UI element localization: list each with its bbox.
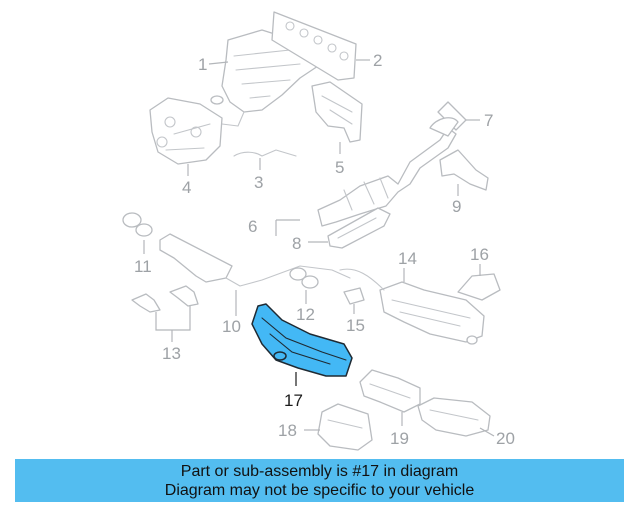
banner-line-part-number: Part or sub-assembly is #17 in diagram [180, 462, 459, 480]
part-5-bracket [311, 81, 363, 154]
callout-12: 12 [296, 305, 315, 324]
part-14-muffler [339, 268, 485, 345]
part-9-bracket [439, 149, 489, 196]
part-17-heat-shield-highlighted [251, 303, 353, 386]
callout-9: 9 [452, 197, 461, 216]
part-8-heat-shield [327, 207, 391, 249]
part-16-bracket [457, 264, 501, 301]
callout-6: 6 [248, 217, 257, 236]
callout-7: 7 [484, 111, 493, 130]
callout-20: 20 [496, 429, 515, 448]
callout-15: 15 [346, 316, 365, 335]
callout-17: 17 [284, 391, 303, 410]
part-18-heat-shield [304, 403, 373, 451]
callout-1: 1 [198, 55, 207, 74]
callout-5: 5 [335, 158, 344, 177]
callout-13: 13 [162, 344, 181, 363]
part-12-clamp [289, 267, 319, 304]
part-13-hangers [131, 285, 199, 342]
callout-19: 19 [390, 429, 409, 448]
callout-2: 2 [373, 51, 382, 70]
part-10-intermediate-pipe [159, 233, 351, 316]
callout-10: 10 [222, 317, 241, 336]
callout-3: 3 [254, 173, 263, 192]
part-3-tube [233, 149, 297, 170]
part-catalytic-converter [317, 117, 459, 227]
callout-11: 11 [134, 257, 152, 276]
callout-18: 18 [278, 421, 297, 440]
part-15-hanger [343, 287, 365, 314]
callout-8: 8 [292, 234, 301, 253]
part-2-manifold-gasket [271, 11, 370, 81]
callout-16: 16 [470, 245, 489, 264]
part-19-heat-shield [359, 369, 421, 426]
callout-4: 4 [182, 178, 191, 197]
fitment-notice-banner: Part or sub-assembly is #17 in diagram D… [15, 459, 624, 502]
part-20-heat-shield [417, 397, 495, 437]
part-4-heat-shield [149, 97, 223, 176]
callout-14: 14 [398, 249, 417, 268]
part-11-clamp [122, 212, 153, 254]
banner-line-disclaimer: Diagram may not be specific to your vehi… [164, 481, 475, 499]
